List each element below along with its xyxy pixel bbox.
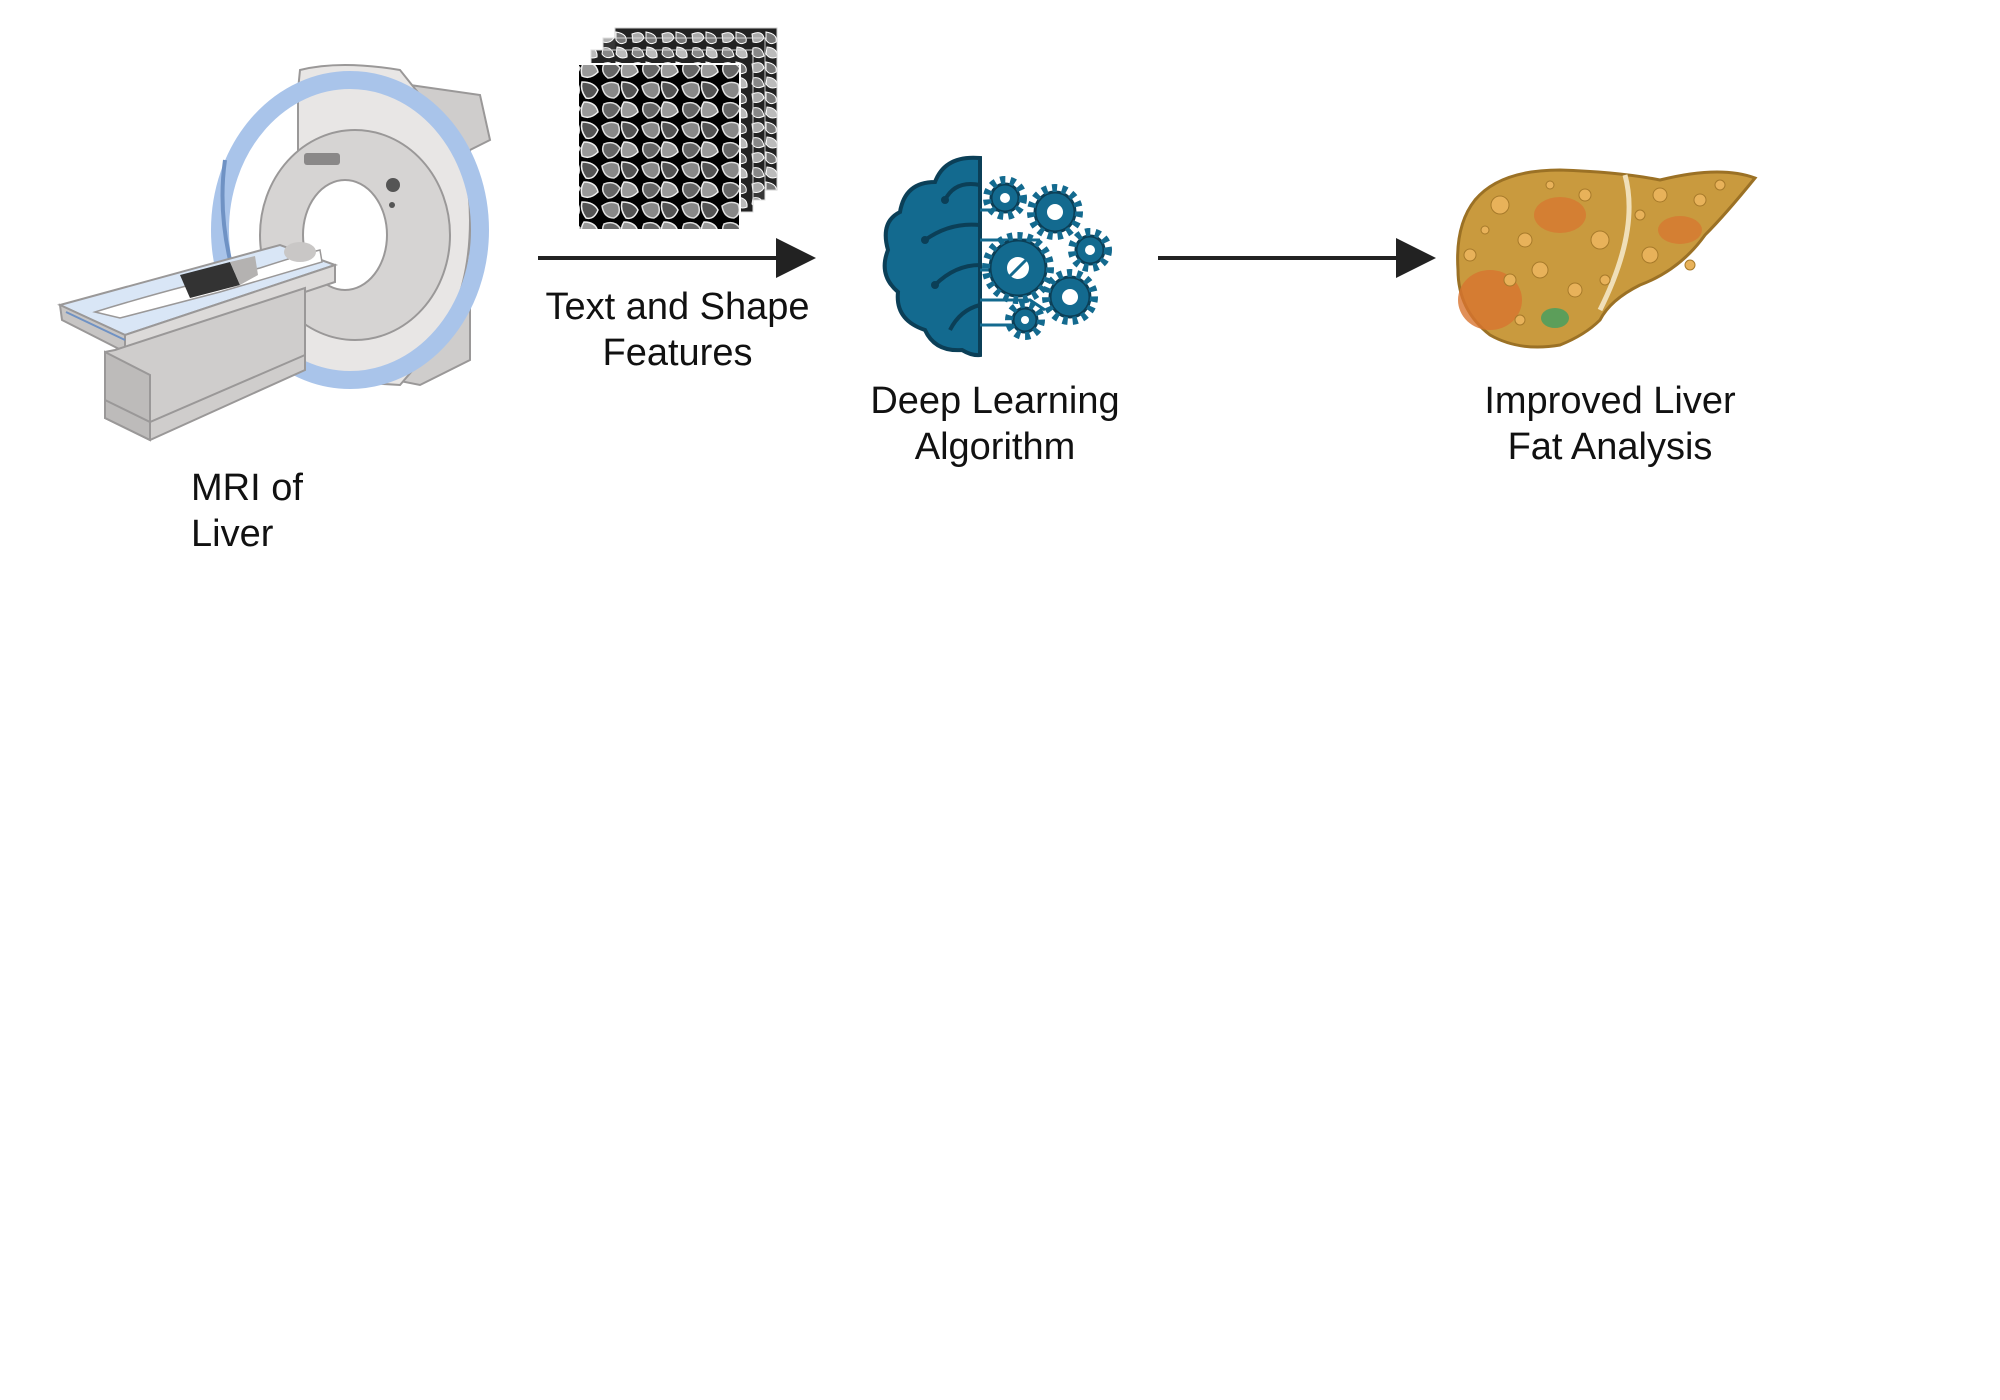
algorithm-label-line-1: Deep Learning	[870, 380, 1120, 422]
result-label: Improved Liver Fat Analysis	[1450, 378, 1770, 470]
mri-label-line-1: MRI of	[191, 467, 303, 509]
result-label-line-1: Improved Liver	[1484, 380, 1736, 422]
algorithm-label-line-2: Algorithm	[914, 426, 1076, 468]
mri-label-line-2: Liver	[191, 513, 274, 555]
brain-gears-icon	[882, 155, 1112, 358]
features-label-line-2: Features	[602, 332, 753, 374]
fatty-liver-icon	[1456, 168, 1758, 349]
features-label: Text and Shape Features	[520, 284, 835, 376]
features-label-line-1: Text and Shape	[545, 286, 810, 328]
texture-stack-icon	[577, 27, 778, 231]
mri-scanner-icon	[57, 64, 492, 442]
mri-label: MRI of Liver	[191, 465, 451, 557]
result-label-line-2: Fat Analysis	[1507, 426, 1713, 468]
algorithm-label: Deep Learning Algorithm	[835, 378, 1155, 470]
